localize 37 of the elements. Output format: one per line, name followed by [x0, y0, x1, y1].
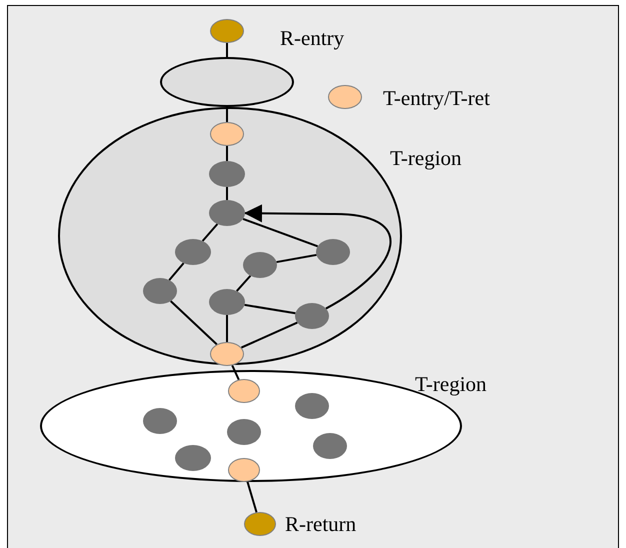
connector-line — [226, 107, 228, 122]
region-label: R-return — [285, 512, 356, 537]
node-dot — [316, 239, 350, 265]
node-dot — [243, 252, 277, 278]
node-dot — [175, 445, 211, 471]
connector-line — [226, 43, 228, 57]
connector-line — [276, 254, 317, 264]
node-dot — [228, 379, 260, 403]
node-dot — [209, 289, 245, 315]
node-dot — [175, 239, 211, 265]
region-label: T-region — [415, 372, 487, 397]
node-dot — [313, 433, 347, 459]
node-dot — [143, 408, 177, 434]
connector-line — [242, 218, 318, 248]
node-dot — [209, 200, 245, 226]
connector-line — [246, 481, 258, 513]
node-dot — [210, 122, 244, 146]
node-dot — [143, 278, 177, 304]
connector-line — [231, 365, 240, 380]
connector-line — [226, 187, 228, 200]
connector-line — [244, 304, 296, 314]
connector-line — [170, 300, 218, 346]
arrow — [244, 204, 392, 310]
node-dot — [295, 393, 329, 419]
connector-line — [168, 262, 184, 281]
connector-line — [236, 275, 252, 292]
node-dot — [295, 303, 329, 329]
connector-line — [240, 322, 298, 348]
node-dot — [228, 458, 260, 482]
node-dot — [227, 419, 261, 445]
connector-line — [226, 146, 228, 161]
region-label: R-entry — [280, 26, 344, 51]
legend-label: T-entry/T-ret — [383, 86, 490, 111]
connector-line — [226, 315, 228, 342]
node-dot — [209, 161, 245, 187]
connector-line — [202, 223, 218, 242]
region-label: T-region — [390, 146, 462, 171]
